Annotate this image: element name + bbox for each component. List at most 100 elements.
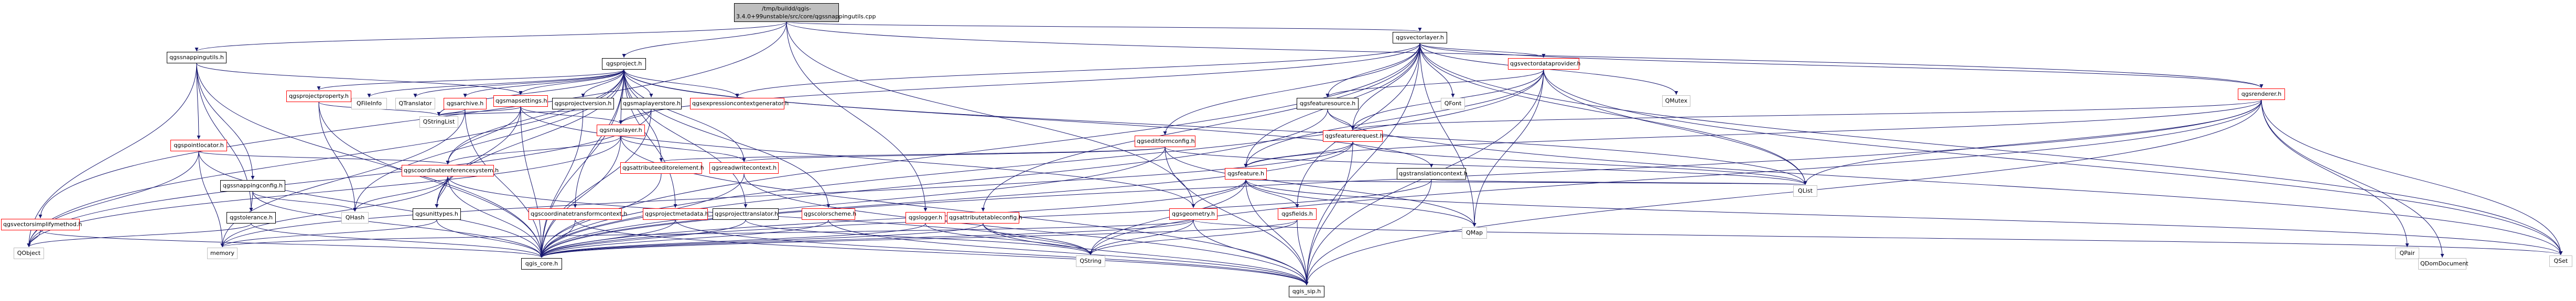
node-qgsprojectversion-h[interactable]: qgsprojectversion.h (552, 98, 614, 109)
node-qgsprojectmetadata-h[interactable]: qgsprojectmetadata.h (643, 208, 709, 220)
include-edge (742, 147, 1166, 162)
include-edge (1163, 43, 1420, 136)
node-qgsgeometry-h[interactable]: qgsgeometry.h (1169, 208, 1217, 220)
node-qgis-sip-h[interactable]: qgis_sip.h (1289, 286, 1324, 297)
node-qstringlist[interactable]: QStringList (419, 116, 458, 128)
node-qgscolorscheme-h[interactable]: qgscolorscheme.h (802, 208, 856, 220)
include-edge (1327, 109, 2563, 255)
include-edge (317, 69, 624, 91)
include-edge (575, 219, 1309, 286)
include-edge (198, 151, 450, 165)
node-qobject[interactable]: QObject (14, 248, 44, 259)
node-qgseditformconfig-h[interactable]: qgseditformconfig.h (1135, 136, 1195, 147)
include-edge (447, 176, 544, 258)
include-edge (981, 43, 1420, 212)
include-edge (828, 219, 1309, 286)
node-qmutex[interactable]: QMutex (1662, 95, 1690, 107)
node-qgspointlocator-h[interactable]: qgspointlocator.h (170, 140, 227, 151)
include-edge (1088, 99, 2262, 255)
include-edge (198, 151, 224, 248)
include-edge (1245, 179, 2563, 255)
node-qgsvectordataprovider-h[interactable]: qgsvectordataprovider.h (1508, 58, 1580, 70)
include-edge (196, 63, 201, 140)
node-qgsfeature-h[interactable]: qgsfeature.h (1225, 168, 1267, 180)
node-qgssnappingconfig-h[interactable]: qgssnappingconfig.h (220, 180, 285, 192)
node-qgis-core-h[interactable]: qgis_core.h (521, 258, 562, 270)
node-qgssnappingutils-h[interactable]: qgssnappingutils.h (167, 52, 227, 63)
include-edge (437, 109, 584, 116)
node-qgsfields-h[interactable]: qgsfields.h (1278, 208, 1317, 220)
node-qgsfeaturerequest-h[interactable]: qgsfeaturerequest.h (1323, 130, 1384, 142)
node-qgssnappingutils-cpp[interactable]: /tmp/buildd/qgis-3.4.0+99unstable/src/co… (734, 3, 876, 22)
include-edge (540, 223, 926, 258)
node-memory[interactable]: memory (207, 248, 238, 259)
include-edge (220, 176, 448, 248)
node-qmap[interactable]: QMap (1462, 227, 1487, 239)
include-edge (619, 43, 1420, 125)
include-edge (1191, 179, 1246, 208)
include-edge (623, 69, 746, 162)
include-edge (1351, 43, 1420, 130)
node-qgsarchive-h[interactable]: qgsarchive.h (444, 98, 487, 109)
node-qgsmaplayer-h[interactable]: qgsmaplayer.h (597, 125, 645, 136)
include-edge (1193, 219, 2562, 255)
include-edge (1305, 179, 1432, 286)
include-edge (1088, 219, 1298, 255)
include-edge (27, 63, 197, 248)
include-edge (465, 109, 544, 258)
include-edge (1297, 219, 1309, 286)
include-edge (251, 223, 544, 258)
include-edge (435, 176, 448, 208)
node-qhash[interactable]: QHash (341, 212, 369, 224)
include-edge (318, 102, 357, 212)
include-edge (27, 223, 252, 248)
include-edge (40, 230, 544, 258)
node-qgsprojectproperty-h[interactable]: qgsprojectproperty.h (286, 91, 351, 102)
node-qdomdocument[interactable]: QDomDocument (2418, 258, 2469, 270)
node-qgslogger-h[interactable]: qgslogger.h (906, 212, 945, 224)
node-qgsfeaturesource-h[interactable]: qgsfeaturesource.h (1297, 98, 1359, 109)
node-qgsproject-h[interactable]: qgsproject.h (602, 58, 646, 70)
node-qtranslator[interactable]: QTranslator (395, 98, 435, 109)
include-edge (1305, 141, 1353, 286)
include-edge (446, 69, 624, 165)
node-qfileinfo[interactable]: QFileInfo (351, 98, 387, 109)
include-edge (2261, 99, 2444, 258)
include-edge (623, 69, 1807, 185)
include-edge (1431, 179, 1807, 185)
include-edge (573, 69, 624, 208)
include-edge (1244, 69, 1544, 168)
node-qset[interactable]: QSet (2549, 255, 2572, 267)
node-qgsvectorlayer-h[interactable]: qgsvectorlayer.h (1393, 32, 1447, 43)
include-edge (1165, 147, 1807, 185)
node-qgstranslationcontext-h[interactable]: qgstranslationcontext.h (1397, 168, 1468, 180)
node-qgsvectorsimplifymethod-h[interactable]: qgsvectorsimplifymethod.h (1, 219, 82, 230)
node-qgsmaplayerstore-h[interactable]: qgsmaplayerstore.h (621, 98, 682, 109)
node-qgsreadwritecontext-h[interactable]: qgsreadwritecontext.h (709, 162, 779, 174)
node-qgsattributetableconfig-h[interactable]: qgsattributetableconfig.h (947, 212, 1022, 224)
include-edge (520, 106, 1195, 208)
node-qstring[interactable]: QString (1076, 255, 1105, 267)
node-qgsexpressioncontextgenerator-h[interactable]: qgsexpressioncontextgenerator.h (690, 98, 789, 109)
node-qgsunittypes-h[interactable]: qgsunittypes.h (413, 208, 461, 220)
include-edge (463, 69, 624, 98)
node-qgsmapsettings-h[interactable]: qgsmapsettings.h (493, 95, 548, 107)
node-qlist[interactable]: QList (1793, 185, 1817, 197)
include-edge (660, 147, 1166, 162)
node-qgscoordinatereferencesystem-h[interactable]: qgscoordinatereferencesystem.h (402, 165, 499, 176)
include-edge (540, 223, 984, 258)
node-qgsprojecttranslator-h[interactable]: qgsprojecttranslator.h (713, 208, 779, 220)
include-edge (623, 69, 653, 98)
node-qgstolerance-h[interactable]: qgstolerance.h (227, 212, 276, 224)
include-edge (1352, 141, 1807, 185)
node-qpair[interactable]: QPair (2395, 248, 2419, 259)
include-edge (1165, 147, 1476, 227)
node-qfont[interactable]: QFont (1441, 98, 1465, 109)
include-edge (437, 106, 521, 116)
include-edge (1245, 179, 1309, 286)
node-qgsrenderer-h[interactable]: qgsrenderer.h (2238, 88, 2285, 100)
include-edge (623, 69, 831, 208)
node-qgsattributeeditorelement-h[interactable]: qgsattributeeditorelement.h (620, 162, 704, 174)
node-qgscoordinatetransformcontext-h[interactable]: qgscoordinatetransformcontext.h (529, 208, 627, 220)
